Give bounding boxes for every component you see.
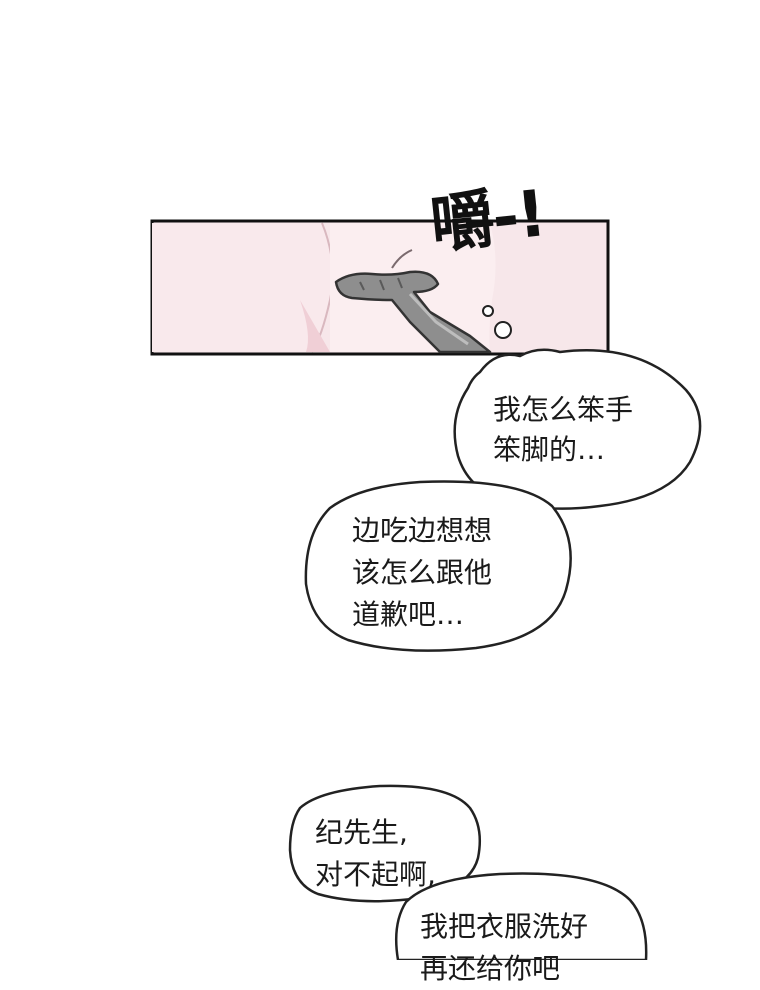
- bubble-1-line-1: 我怎么笨手: [493, 393, 634, 426]
- thought-dot-large: [494, 321, 512, 339]
- thought-dot-small: [482, 305, 494, 317]
- bubble-1-text: 我怎么笨手 笨脚的…: [493, 390, 633, 470]
- bubble-2-line-2: 该怎么跟他: [352, 556, 493, 589]
- fork-tines: [359, 277, 403, 291]
- bubble-4-text: 我把衣服洗好 再还给你吧: [420, 906, 588, 990]
- bubble-3-line-1: 纪先生,: [315, 816, 408, 849]
- cheek-shadow: [300, 300, 330, 352]
- eating-panel: [150, 219, 610, 356]
- face-left: [152, 223, 333, 352]
- bubble-2-text: 边吃边想想 该怎么跟他 道歉吧…: [352, 510, 492, 636]
- speech-bubble-4: [395, 872, 648, 960]
- bubble-1-line-2: 笨脚的…: [493, 433, 606, 466]
- bubble-2-line-3: 道歉吧…: [352, 598, 465, 631]
- bubble-4-line-2: 再还给你吧: [420, 952, 561, 985]
- speech-bubble-1: [453, 348, 702, 510]
- bubble-4-line-1: 我把衣服洗好: [420, 910, 589, 943]
- bubble-3-text: 纪先生, 对不起啊,: [315, 812, 436, 896]
- sound-effect-chew: 嚼-!: [427, 177, 548, 263]
- mouth-line: [391, 249, 413, 269]
- bubble-2-line-1: 边吃边想想: [352, 514, 493, 547]
- speech-bubble-2: [304, 480, 572, 652]
- bubble-3-line-2: 对不起啊,: [315, 858, 436, 891]
- comic-page: [150, 219, 702, 960]
- fork-highlight: [408, 292, 469, 346]
